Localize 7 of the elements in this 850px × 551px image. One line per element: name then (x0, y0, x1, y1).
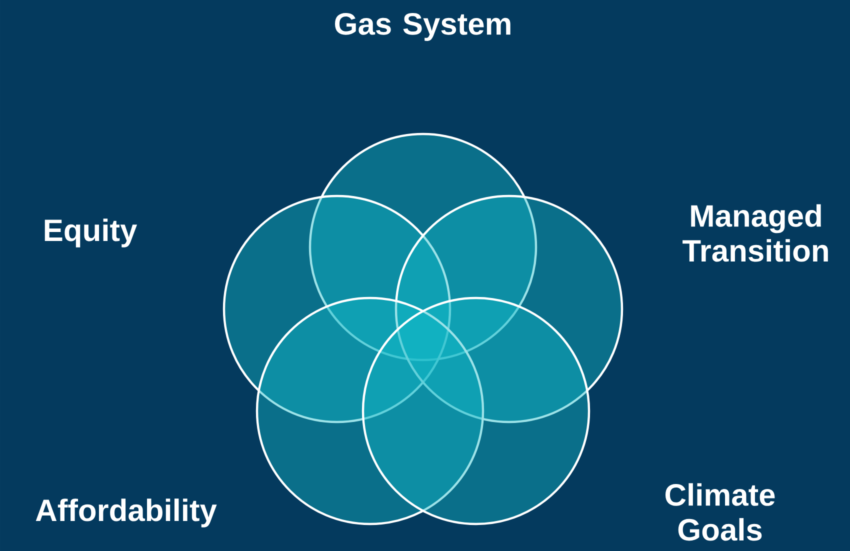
label: Managed Transition (682, 204, 828, 262)
label: Gas System (335, 13, 510, 41)
label: Climate Goals (665, 483, 775, 541)
venn-circle (362, 296, 590, 526)
label: Affordability (36, 498, 217, 528)
label: Equity (44, 218, 138, 248)
venn-circle (256, 296, 484, 526)
